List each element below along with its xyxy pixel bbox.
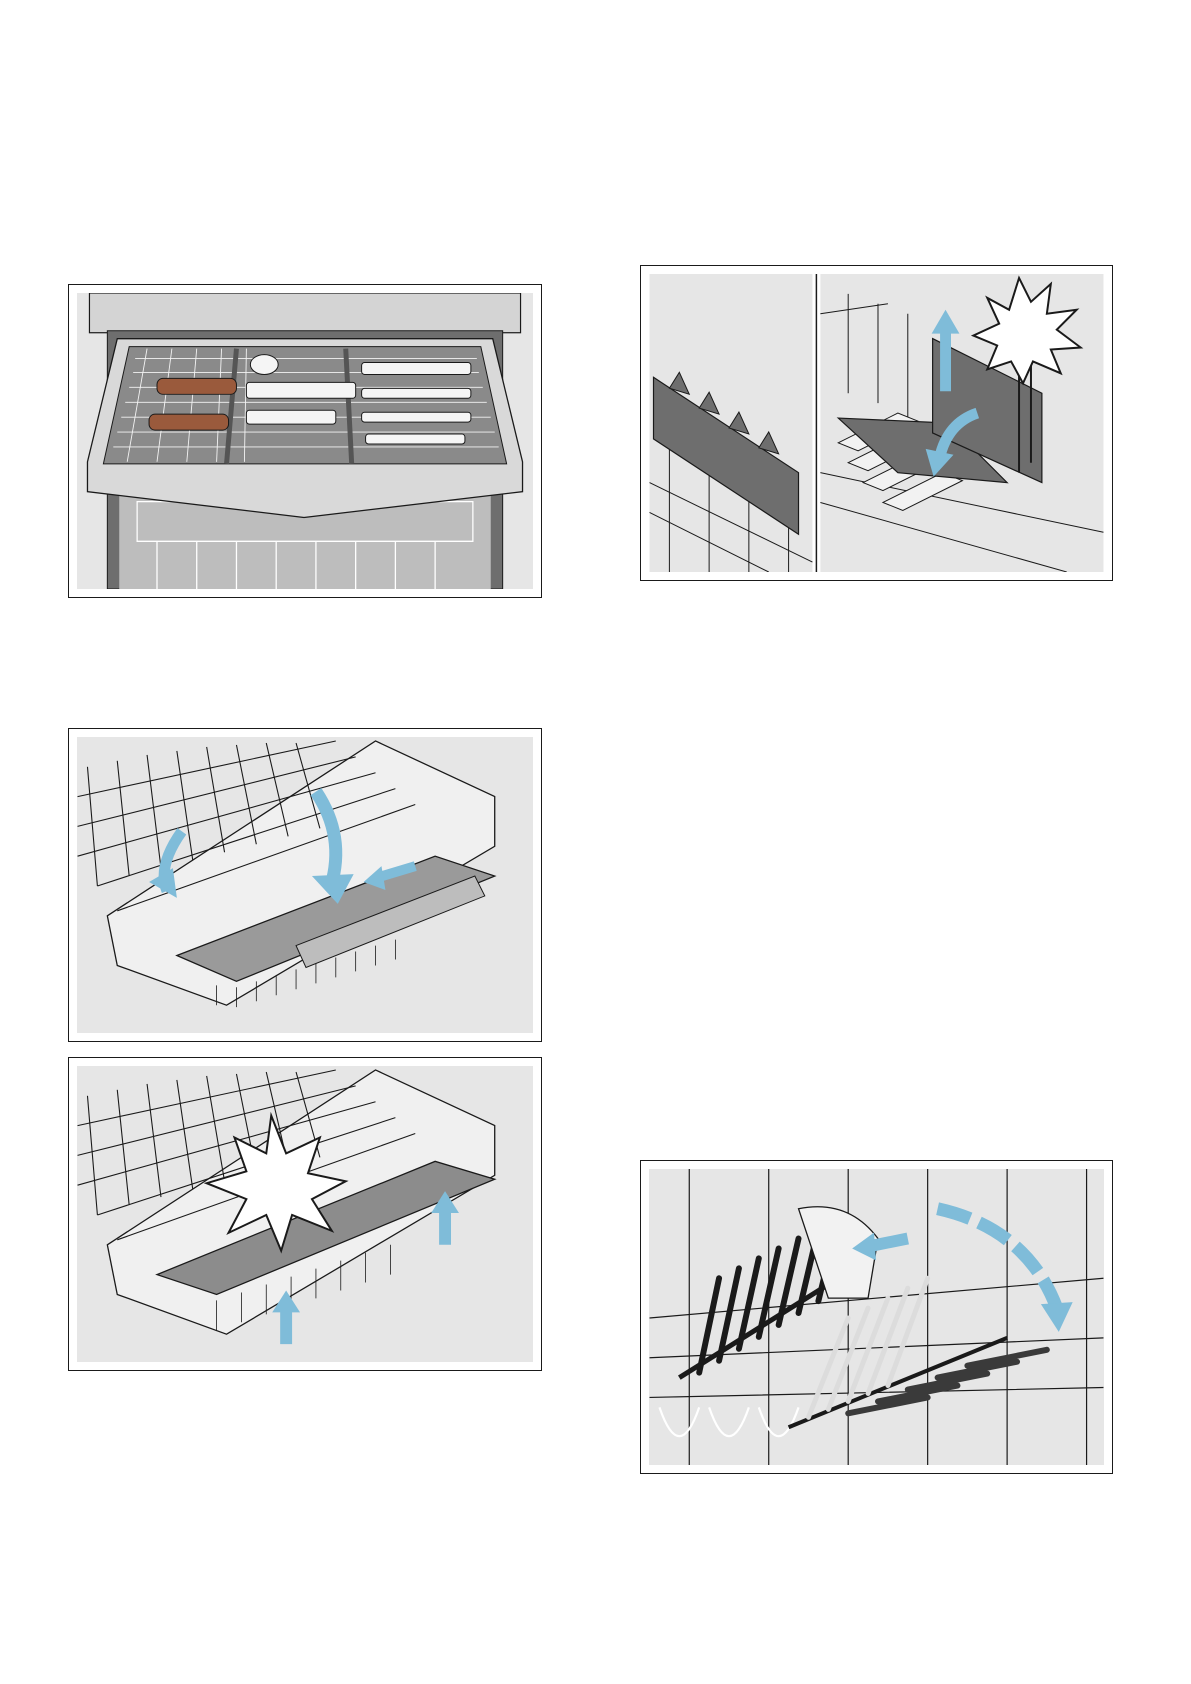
cutlery-drawer-illustration (77, 293, 533, 589)
rack-spikes-illustration (649, 274, 1104, 572)
fold-tines-illustration (77, 737, 533, 1033)
figure-panel (77, 737, 533, 1033)
figure-cutlery-drawer (68, 284, 542, 598)
folding-spikes-illustration (649, 1169, 1104, 1465)
figure-panel (77, 1066, 533, 1362)
click-tines-illustration (77, 1066, 533, 1362)
figure-panel (77, 293, 533, 589)
figure-rack-fold-tines (68, 728, 542, 1042)
figure-rack-spikes-detail (640, 265, 1113, 581)
figure-rack-folding-spikes (640, 1160, 1113, 1474)
figure-panel (649, 1169, 1104, 1465)
figure-panel (649, 274, 1104, 572)
figure-rack-click-tines (68, 1057, 542, 1371)
